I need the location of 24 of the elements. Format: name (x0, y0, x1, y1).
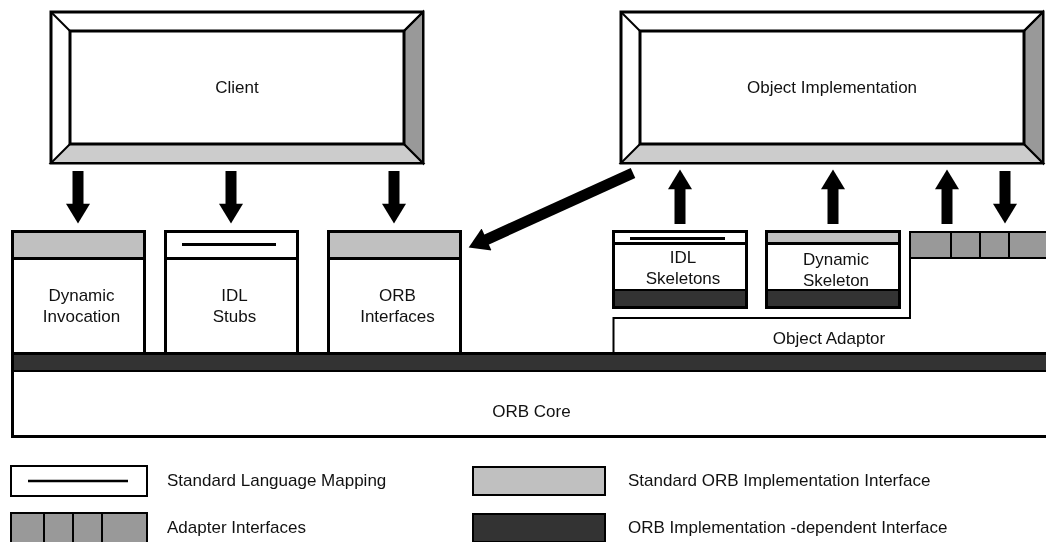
component-box (327, 230, 462, 352)
legend-label: Standard ORB Implementation Interface (628, 471, 931, 491)
box-label: Object Adaptor (771, 328, 887, 349)
legend-label: Standard Language Mapping (167, 471, 387, 491)
arrow (993, 171, 1017, 224)
core-layer (11, 352, 1046, 438)
box-label: Dynamic Invocation (41, 285, 122, 327)
box-label: Dynamic Skeleton (801, 249, 871, 291)
arrow (66, 171, 90, 224)
component-box (164, 230, 299, 352)
box-label: IDL Skeletons (644, 247, 722, 289)
adaptor-block (612, 230, 1046, 352)
legend-label: Adapter Interfaces (167, 518, 306, 538)
arrow (468, 168, 636, 251)
legend-label: ORB Implementation -dependent Interface (628, 518, 948, 538)
arrow (219, 171, 243, 224)
arrow (821, 169, 845, 224)
arrow (668, 169, 692, 224)
arrow (382, 171, 406, 224)
box-label: ORB Core (491, 401, 572, 422)
box-label: IDL Stubs (211, 285, 258, 327)
component-box (11, 230, 146, 352)
box-label: ORB Interfaces (359, 285, 436, 327)
arrow (935, 169, 959, 224)
